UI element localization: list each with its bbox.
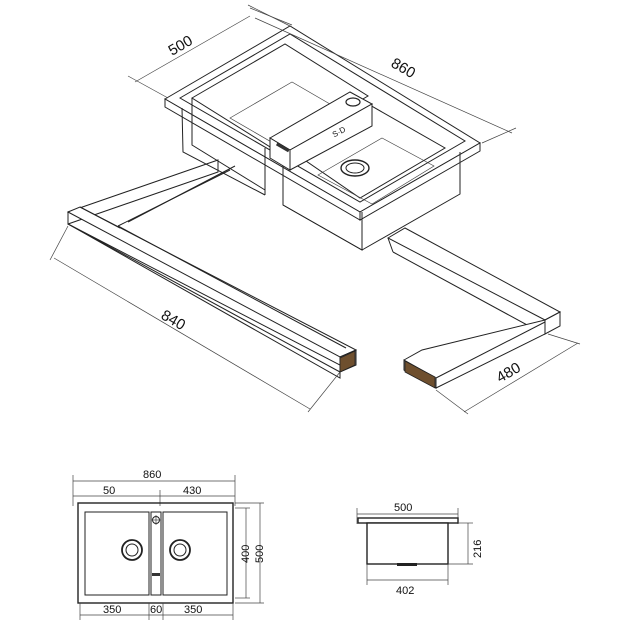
dim-350-left: 350 xyxy=(103,604,121,616)
isometric-view: S·D 500 860 840 xyxy=(49,4,581,415)
dim-60: 60 xyxy=(150,604,162,616)
top-left-bowl xyxy=(84,511,150,596)
side-drain xyxy=(397,563,417,566)
side-rim xyxy=(357,517,459,524)
wood-grain-right xyxy=(404,360,436,389)
dim-430-top: 430 xyxy=(183,485,201,497)
top-right-drain xyxy=(169,539,191,561)
svg-text:480: 480 xyxy=(494,359,524,386)
wood-grain-left xyxy=(339,350,356,373)
side-view: 500 216 402 xyxy=(356,502,484,597)
dim-216-side: 216 xyxy=(472,540,484,558)
sink-body: S·D xyxy=(164,25,481,251)
tap-hole xyxy=(345,97,361,107)
dim-400-top: 400 xyxy=(240,545,252,563)
svg-text:860: 860 xyxy=(388,55,418,82)
dim-860-top: 860 xyxy=(143,469,161,481)
top-brand-slot xyxy=(152,573,160,576)
dim-500-side: 500 xyxy=(394,502,412,514)
top-left-drain xyxy=(121,539,143,561)
dim-402-side: 402 xyxy=(396,585,414,597)
dim-350-right: 350 xyxy=(184,604,202,616)
top-outer-rim xyxy=(77,502,234,604)
dim-500-top: 500 xyxy=(254,545,266,563)
overflow-slot xyxy=(275,142,290,153)
countertop-frame xyxy=(66,159,562,389)
drain-iso xyxy=(340,159,370,177)
svg-text:840: 840 xyxy=(158,307,188,334)
side-bowl xyxy=(366,522,449,565)
top-divider xyxy=(150,511,162,596)
top-view: 860 50 430 400 500 350 xyxy=(72,469,266,620)
top-right-bowl xyxy=(162,511,228,596)
svg-text:500: 500 xyxy=(166,32,196,59)
dim-50-top: 50 xyxy=(103,485,115,497)
